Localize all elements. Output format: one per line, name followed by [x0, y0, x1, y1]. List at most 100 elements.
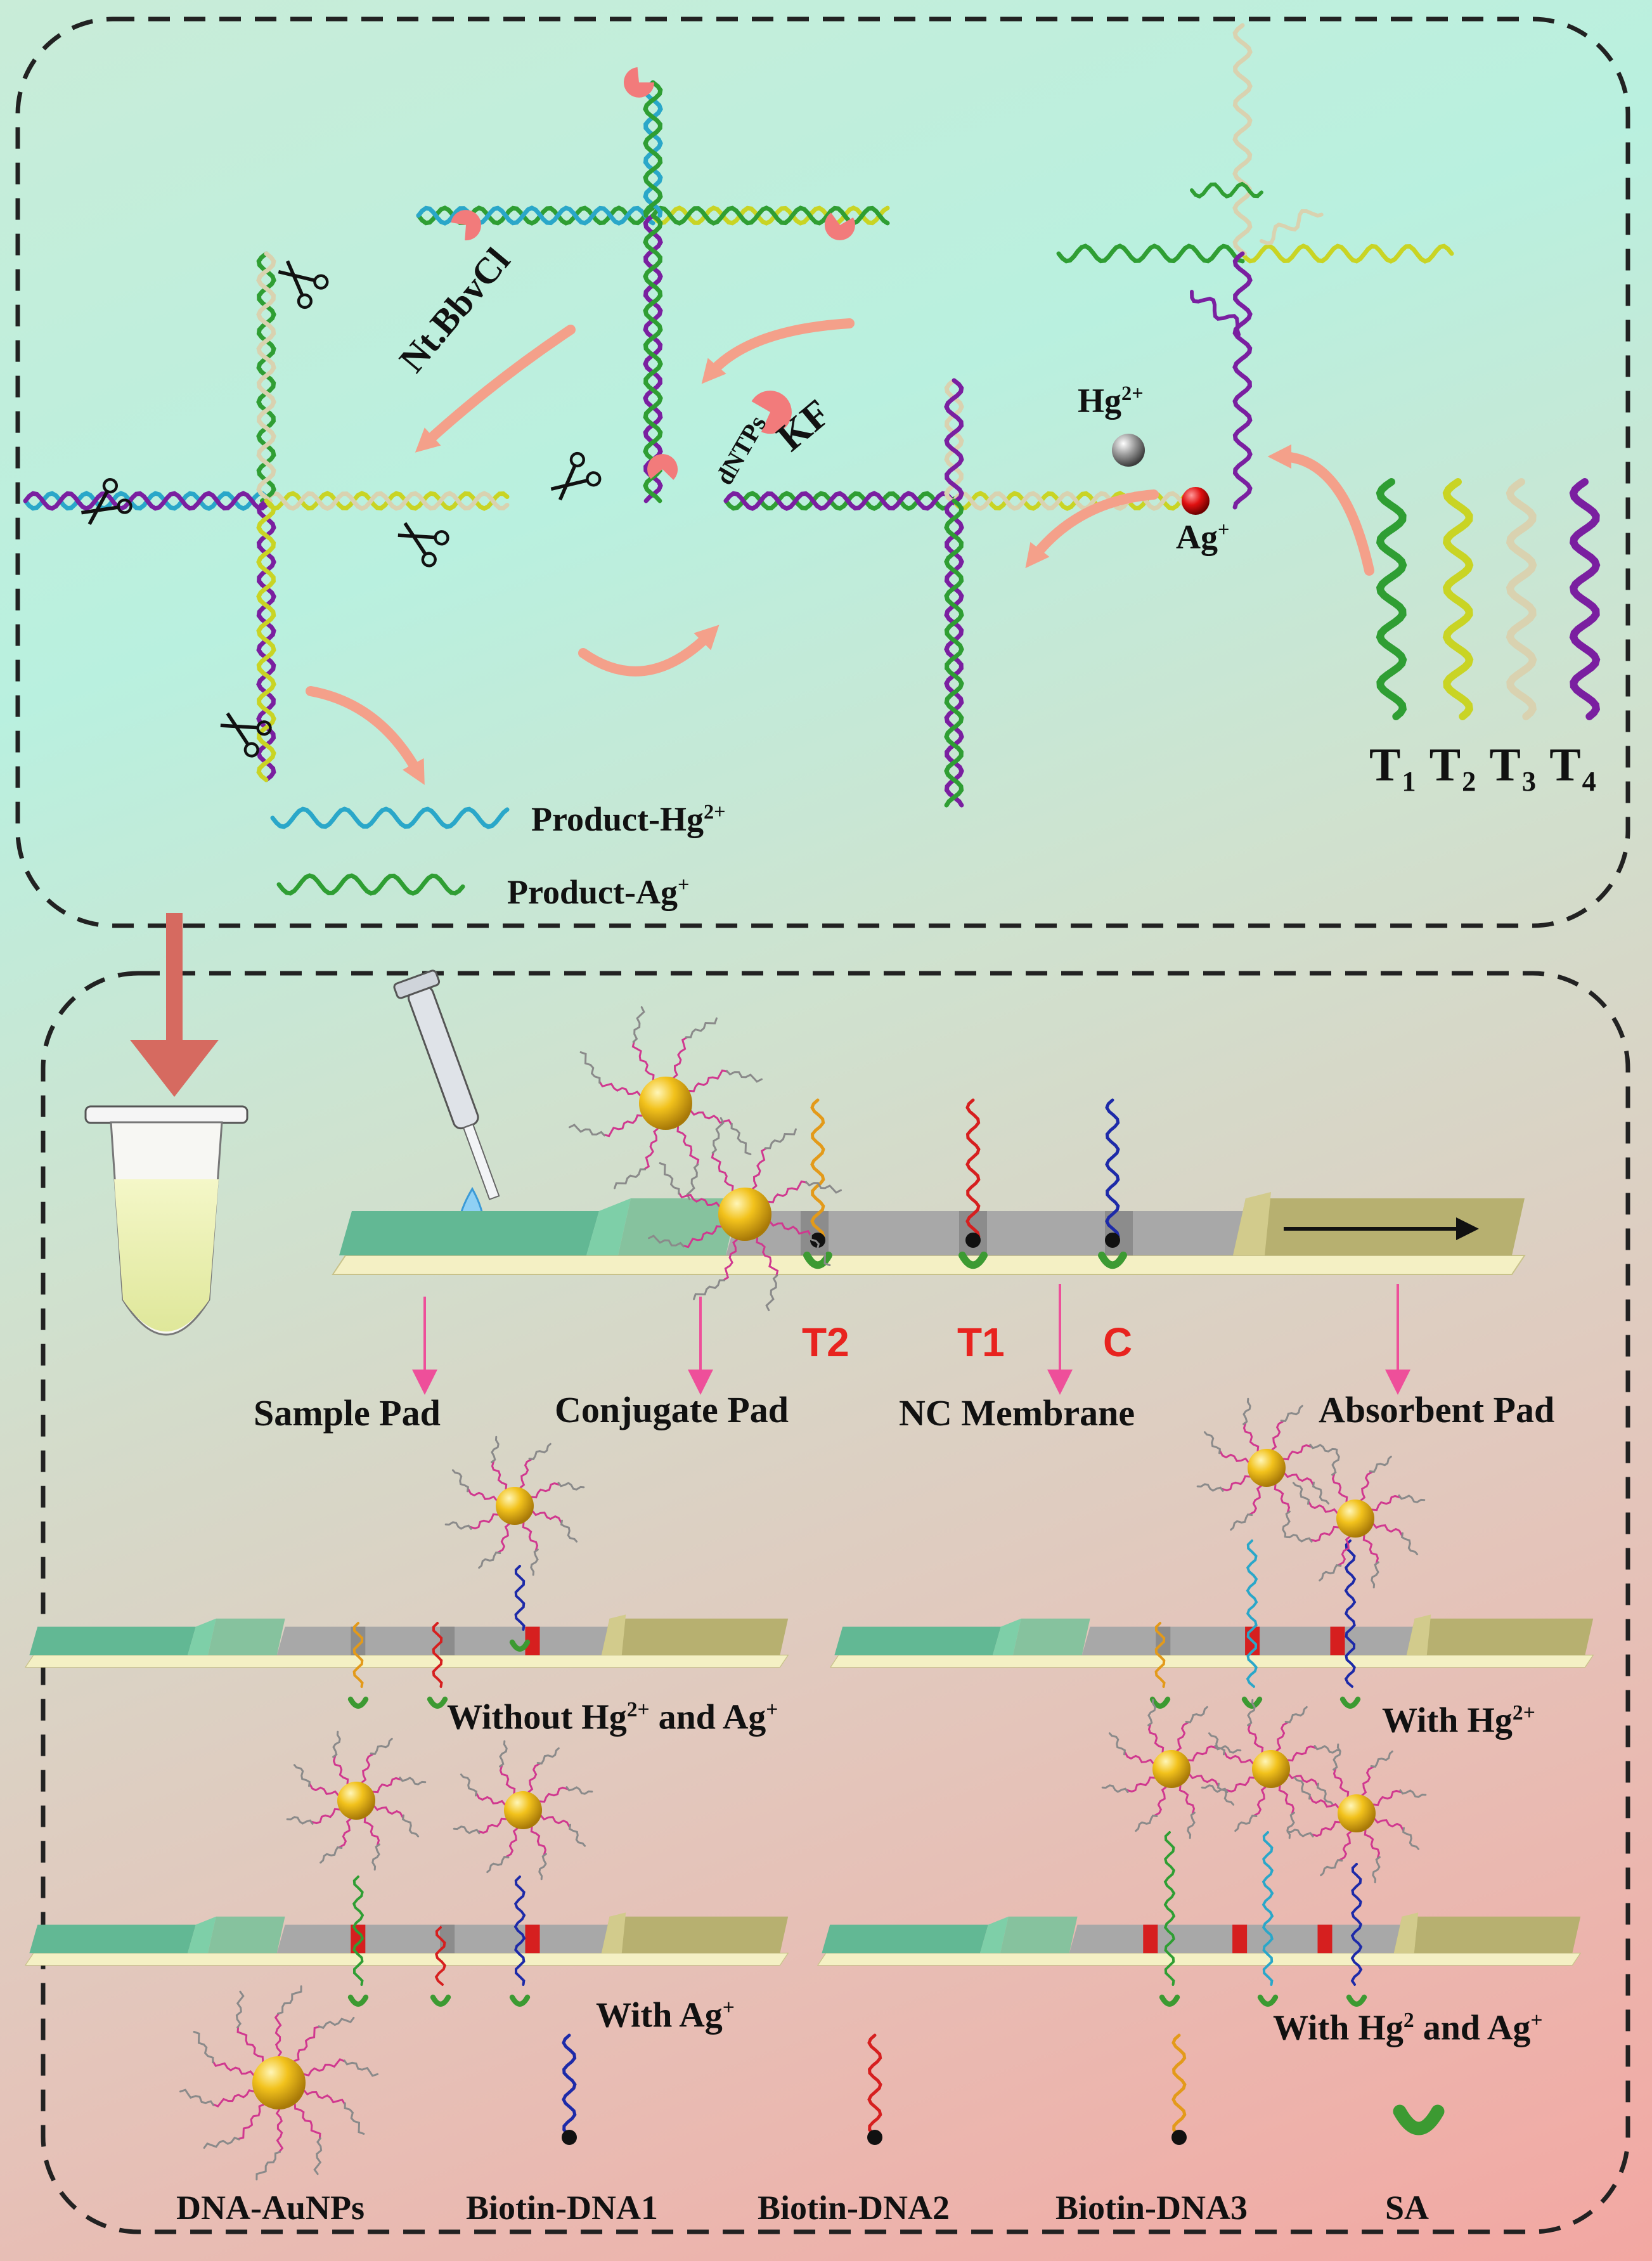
- aunp-probe: [538, 1853, 547, 1881]
- gold-nanoparticle: [1152, 1750, 1191, 1788]
- detection-panel-frame: [41, 971, 1630, 2234]
- reaction-arrow: [705, 318, 855, 379]
- aunp-linker: [303, 2089, 346, 2106]
- result-line: [525, 1626, 540, 1655]
- reaction-arrow: [420, 325, 576, 449]
- aunp-linker: [212, 2089, 255, 2108]
- aunp-probe: [1187, 1811, 1196, 1839]
- sample-pad-edge: [188, 1916, 216, 1953]
- aunp-probe: [764, 1128, 797, 1150]
- scissors-icon: [397, 522, 449, 567]
- aunp-linker: [1309, 1526, 1339, 1543]
- aunp-linker: [1331, 1472, 1348, 1503]
- strip-backing: [332, 1255, 1526, 1275]
- dna-helix-strand: [723, 491, 957, 511]
- aunp-probe: [568, 1824, 586, 1847]
- dna-helix-strand: [23, 491, 269, 511]
- aunp-linker: [1223, 1751, 1254, 1765]
- sa-protein: [347, 1696, 369, 1709]
- sa-protein: [1393, 2104, 1445, 2135]
- absorbent-pad: [1406, 1618, 1594, 1655]
- scissors-blade: [550, 478, 588, 491]
- aunp-linker: [497, 1523, 510, 1553]
- aunp-linker: [531, 1482, 561, 1499]
- aunp-probe: [1399, 1789, 1427, 1798]
- scissors-blade: [285, 260, 304, 297]
- legend-biotin-dna2: Biotin-DNA2: [758, 2189, 950, 2227]
- aunp-probe: [1214, 1745, 1242, 1754]
- aunp-linker: [1362, 1534, 1379, 1565]
- aunp-linker: [530, 1826, 547, 1856]
- aunp-probe: [1286, 1811, 1295, 1839]
- aunp-probe: [1371, 1561, 1379, 1589]
- sa-protein: [803, 1252, 832, 1269]
- aunp-probe: [1234, 1814, 1258, 1832]
- sample-pad-edge: [993, 1618, 1021, 1655]
- hg-ion-label: Hg2+: [1078, 382, 1144, 420]
- aunp-probe: [560, 1519, 578, 1543]
- gold-nanoparticle: [1248, 1449, 1286, 1487]
- aunp-probe: [1333, 1743, 1341, 1771]
- aunp-linker: [603, 1114, 643, 1137]
- aunp-linker: [522, 1522, 539, 1552]
- lateral-flow-strips: [24, 1098, 1594, 2145]
- biotin-dna-strand: [810, 1098, 825, 1238]
- aunp-probe: [1101, 1784, 1129, 1793]
- absorbent-pad-edge: [601, 1912, 626, 1953]
- aunp-probe: [460, 1773, 478, 1797]
- aunp-probe: [536, 1747, 560, 1765]
- aunp-probe: [1370, 1750, 1393, 1768]
- dna-helix-strand: [944, 498, 964, 808]
- tube-liquid: [114, 1179, 219, 1331]
- aunp-probe: [486, 1855, 510, 1874]
- scissors-icon: [81, 478, 132, 525]
- dna-strand: [1190, 181, 1263, 199]
- sample-pad: [339, 1211, 599, 1255]
- ag-ion: [1182, 487, 1210, 515]
- sa-protein: [1257, 1994, 1279, 2007]
- control-line-label: C: [1103, 1319, 1133, 1365]
- captured-dna-strand: [1350, 1863, 1363, 1986]
- gold-nanoparticle: [639, 1077, 692, 1130]
- template-labels: T1 T2 T3 T4: [1369, 742, 1597, 795]
- absorbent-pad-edge: [1233, 1192, 1271, 1255]
- sample-pad-edge: [980, 1916, 1009, 1953]
- aunp-linker: [310, 1808, 340, 1825]
- scissors-blade: [403, 522, 427, 555]
- template-t2: T2: [1429, 739, 1478, 797]
- aunp-linker: [1361, 1766, 1374, 1796]
- gold-nanoparticle: [1338, 1794, 1376, 1832]
- aunp-probe: [1208, 1732, 1226, 1756]
- aunp-probe: [565, 1786, 593, 1795]
- reaction-arrows: [130, 318, 1410, 1395]
- aunp-linker: [1338, 1536, 1351, 1566]
- result-line: [1143, 1924, 1158, 1953]
- strip-backing: [24, 1952, 789, 1966]
- sa-protein: [1241, 1696, 1263, 1709]
- scissors-ring: [421, 552, 437, 567]
- sa-protein: [958, 1252, 988, 1269]
- scissors-blade: [278, 269, 316, 283]
- aunp-linker: [212, 2060, 255, 2076]
- aunp-probe: [1216, 1782, 1235, 1806]
- aunp-linker: [274, 2012, 283, 2057]
- template-t3: T3: [1489, 739, 1538, 797]
- aunp-linker: [1287, 1745, 1317, 1762]
- aunp-probe: [1402, 1827, 1420, 1850]
- aunp-probe: [1185, 1706, 1208, 1724]
- lateral-flow-strip-main: [332, 1192, 1526, 1275]
- aunp-probe: [203, 2136, 240, 2149]
- aunp-probe: [632, 1006, 645, 1043]
- scissors-ring: [256, 720, 272, 736]
- aunp-linker: [468, 1513, 499, 1530]
- sa-protein: [509, 1994, 531, 2007]
- gold-nanoparticle: [718, 1188, 771, 1241]
- scissors-icon: [220, 712, 272, 758]
- captured-dna-strand: [1154, 1622, 1166, 1688]
- aunp-linker: [303, 2058, 346, 2076]
- aunp-linker: [672, 1036, 688, 1079]
- aunp-probe: [255, 2151, 281, 2180]
- aunp-linker: [237, 2103, 265, 2140]
- aunp-linker: [332, 1754, 349, 1785]
